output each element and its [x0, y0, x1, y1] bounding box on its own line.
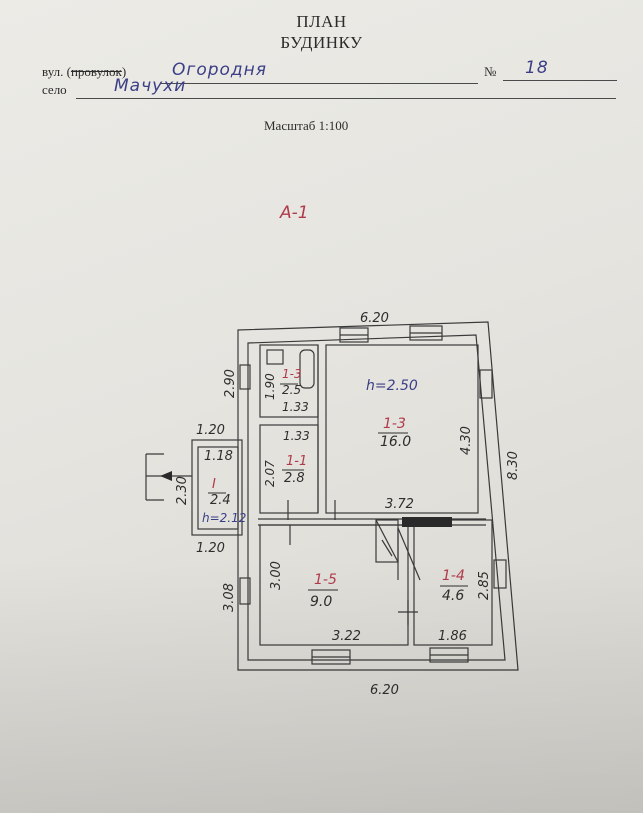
dim-top: 6.20	[360, 311, 389, 326]
porch-outer	[191, 439, 243, 536]
number-label: №	[484, 64, 497, 79]
village-line	[76, 98, 616, 99]
room-labels: А-1 1-3 2.5 1.33 h=2.50 1-3 16.0 1-1 2.8…	[202, 203, 465, 610]
window-left-2	[239, 577, 251, 605]
room-1-3	[325, 344, 479, 514]
window-right-2	[493, 559, 507, 589]
room-1-4-area: 4.6	[442, 588, 464, 604]
room-bath-id: 1-3	[282, 367, 302, 381]
room-1-3-id: 1-3	[383, 416, 406, 432]
room-1-5-area: 9.0	[310, 594, 332, 610]
dim-porch-bottom: 1.20	[196, 541, 225, 556]
dim-bottom: 6.20	[370, 683, 399, 698]
scale-label: Масштаб 1:100	[264, 118, 349, 133]
document-subtitle: БУДИНКУ	[280, 33, 363, 52]
bathtub	[299, 349, 315, 389]
dim-room1-5-height: 3.00	[269, 561, 284, 590]
dim-bath-height: 1.90	[263, 373, 277, 400]
dim-room1-1-top: 1.33	[283, 429, 310, 443]
dim-room1-4-height: 2.85	[477, 571, 492, 600]
window-right-1	[479, 369, 493, 399]
plan-walls	[145, 321, 519, 671]
entrance-arrow	[160, 471, 172, 481]
document-title: ПЛАН	[296, 12, 347, 31]
room-1-4	[413, 519, 493, 646]
room-1-1-area: 2.8	[284, 471, 305, 486]
dim-left-upper: 2.90	[223, 369, 238, 398]
plan-letter: А-1	[279, 203, 309, 223]
dim-left-lower: 3.08	[222, 583, 237, 612]
dim-room1-5-width: 3.22	[332, 629, 361, 644]
dim-room1-1-height: 2.07	[263, 460, 277, 487]
number-value: 18	[525, 58, 549, 78]
chimney-mark	[402, 517, 452, 527]
porch-area: 2.4	[210, 493, 231, 508]
porch-inner	[197, 446, 239, 530]
street-value: Огородня	[172, 60, 268, 80]
room-1-1-id: 1-1	[286, 454, 307, 469]
street-label: вул. (провулок)	[42, 64, 127, 79]
porch-height: h=2.12	[202, 511, 246, 525]
room-bath-width: 1.33	[282, 400, 309, 414]
fraction-bars	[208, 383, 468, 591]
number-line	[503, 80, 617, 81]
street-line	[160, 83, 478, 84]
room-1-5-id: 1-5	[314, 572, 337, 588]
dim-room1-1-width: 1.18	[204, 449, 233, 464]
dim-room1-3-right: 4.30	[459, 426, 474, 455]
outer-wall	[237, 321, 519, 671]
room-1-3-height: h=2.50	[366, 378, 418, 394]
dim-right: 8.30	[506, 451, 521, 480]
dim-room1-4-width: 1.86	[438, 629, 467, 644]
room-1-4-id: 1-4	[442, 568, 465, 584]
inner-wall	[247, 334, 506, 661]
dim-porch-height: 2.30	[175, 476, 190, 505]
dimension-labels: 6.20 6.20 8.30 2.90 3.08 1.20 1.20 2.30 …	[175, 311, 521, 698]
room-bath-area: 2.5	[282, 383, 301, 397]
village-label: село	[42, 82, 67, 97]
porch-id: I	[212, 477, 216, 492]
room-1-3-area: 16.0	[380, 434, 411, 450]
dim-room1-3-bottom: 3.72	[385, 497, 414, 512]
toilet	[266, 349, 284, 365]
room-1-5	[259, 524, 409, 646]
window-left-1	[239, 364, 251, 390]
village-value: Мачухи	[114, 76, 187, 96]
dim-porch-top: 1.20	[196, 423, 225, 438]
